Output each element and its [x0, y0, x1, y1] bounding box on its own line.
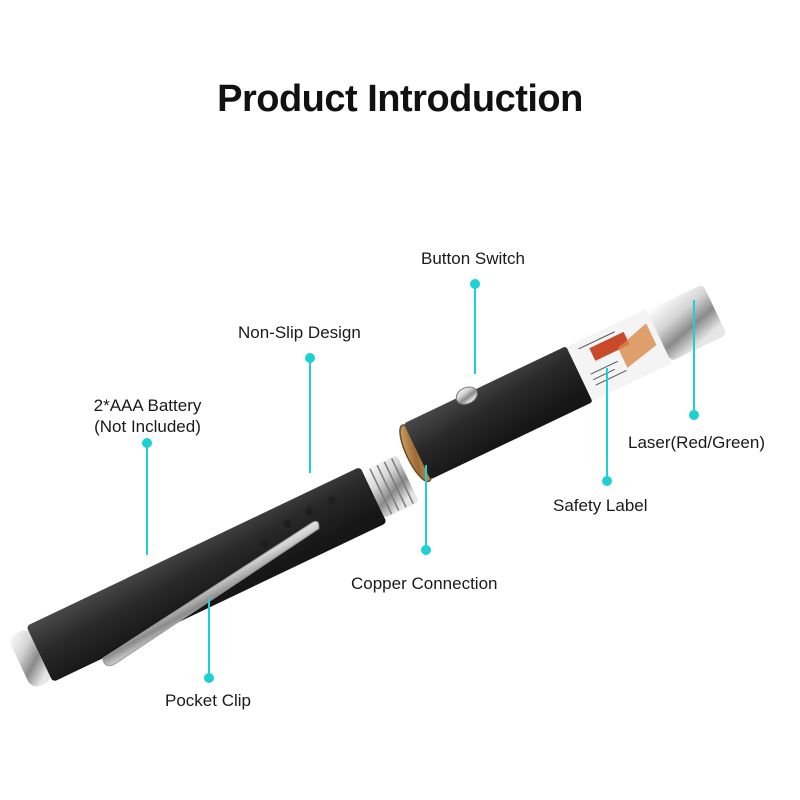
callout-label-button-switch: Button Switch	[421, 249, 525, 268]
callout-label-safety-label: Safety Label	[553, 496, 648, 515]
callout-line-laser	[693, 300, 695, 412]
callout-label-non-slip-design: Non-Slip Design	[238, 323, 361, 342]
callout-label-battery: 2*AAA Battery (Not Included)	[80, 395, 215, 437]
callout-label-pocket-clip: Pocket Clip	[165, 691, 251, 710]
page-title: Product Introduction	[217, 78, 583, 120]
battery-label-line2: (Not Included)	[94, 417, 201, 436]
callout-label-copper-connection: Copper Connection	[351, 574, 498, 593]
callout-line-copper-connection	[425, 465, 427, 547]
button-switch	[455, 386, 478, 405]
callout-label-laser: Laser(Red/Green)	[628, 433, 766, 452]
callout-line-battery	[146, 443, 148, 555]
callout-dot-copper-connection	[421, 545, 431, 555]
callout-line-safety-label	[606, 368, 608, 480]
callout-line-pocket-clip	[208, 598, 210, 676]
callout-dot-safety-label	[602, 476, 612, 486]
battery-label-line1: 2*AAA Battery	[93, 396, 202, 415]
callout-dot-laser	[689, 410, 699, 420]
laser-body	[404, 347, 592, 479]
battery-tube	[27, 468, 386, 681]
laser-head	[648, 285, 726, 360]
pocket-clip	[101, 520, 320, 667]
end-cap	[10, 630, 51, 687]
callout-line-non-slip-design	[309, 358, 311, 473]
callout-line-button-switch	[474, 284, 476, 374]
callout-dot-pocket-clip	[204, 673, 214, 683]
